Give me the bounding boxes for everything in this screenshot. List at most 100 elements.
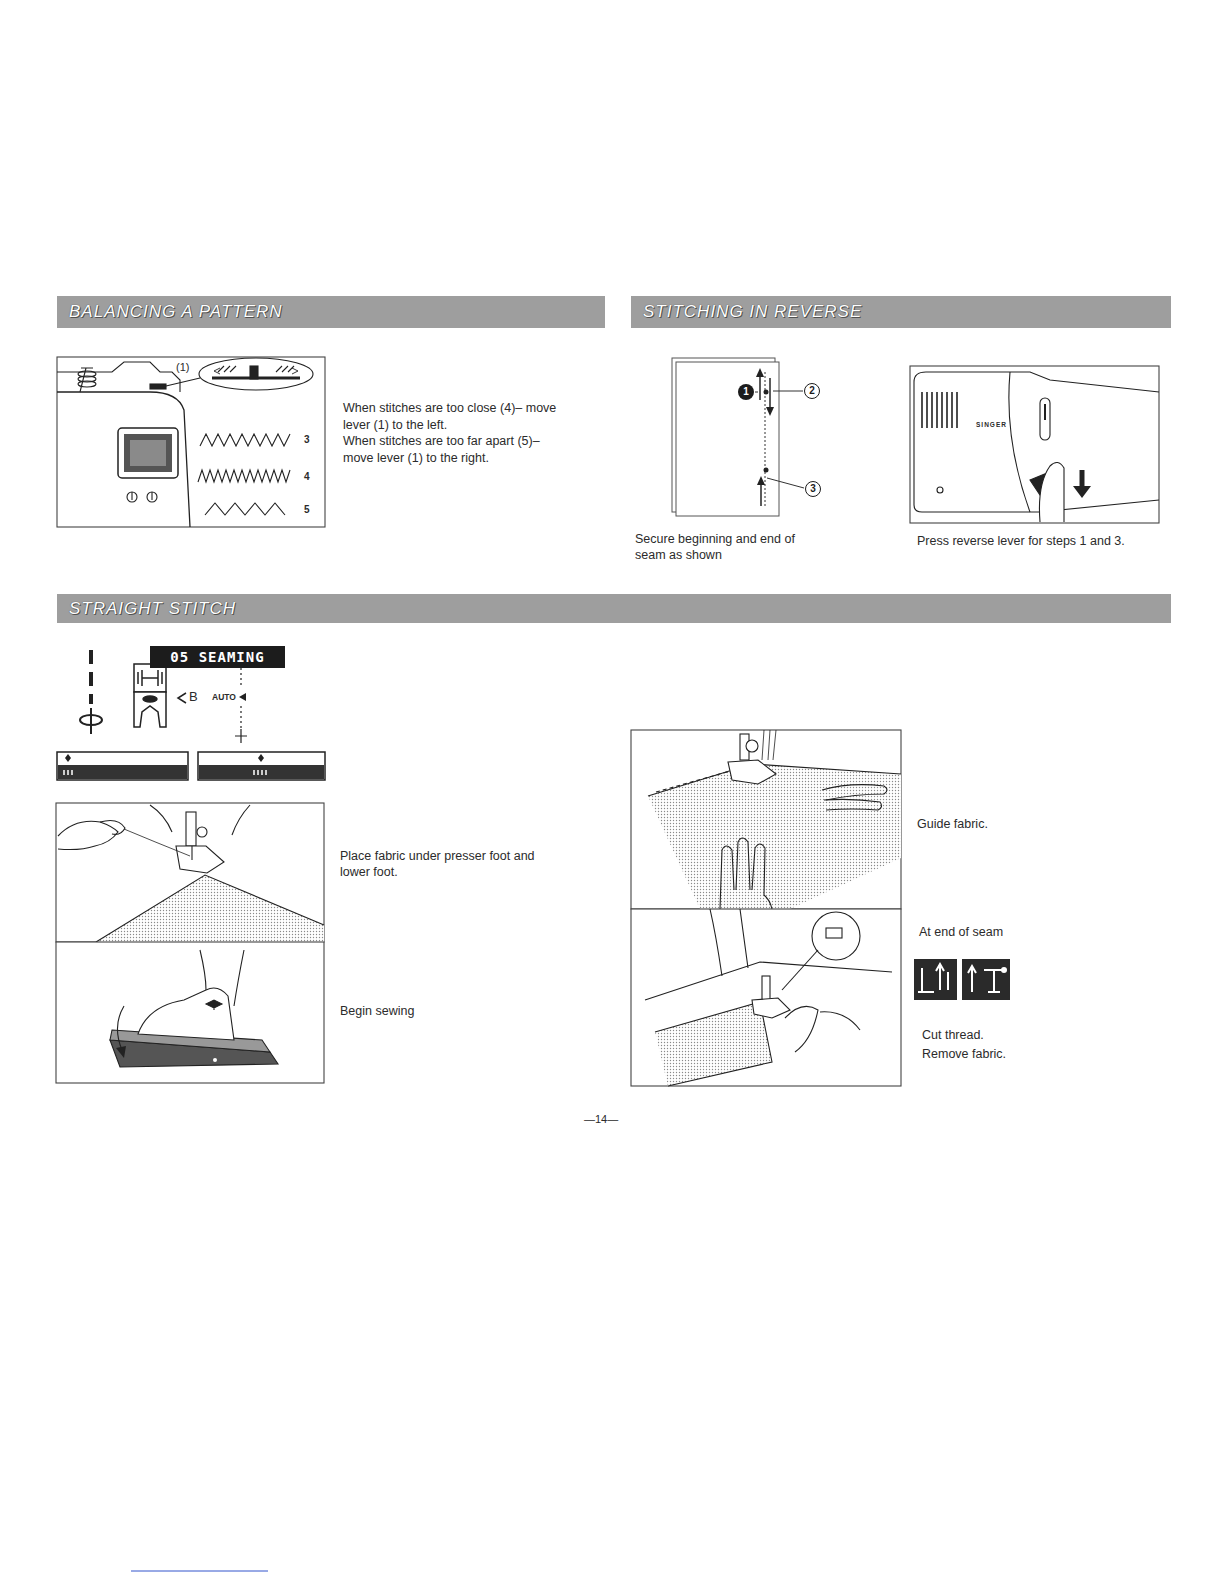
guide-fabric-figure (648, 764, 901, 909)
end-of-seam-figure (785, 1006, 860, 1052)
lcd-icons (138, 670, 162, 686)
place-fabric-figure (124, 829, 190, 856)
reverse-seam-figure (766, 407, 774, 416)
lcd-icons (235, 729, 247, 743)
reverse-seam-figure (676, 362, 779, 516)
mode-indicator: AUTO (212, 692, 236, 703)
end-of-seam-figure (710, 909, 748, 976)
lcd-icons (89, 672, 93, 686)
step-number: 3 (805, 481, 821, 497)
lcd-icons (198, 752, 325, 780)
instruction-text: Cut thread. (922, 1027, 984, 1043)
reverse-lever-figure (910, 366, 1159, 523)
lcd-icons (254, 770, 266, 775)
control-icons (962, 959, 1010, 1000)
foot-letter: B (189, 689, 198, 706)
callout-number: 5 (304, 503, 310, 516)
reverse-seam-figure (764, 468, 769, 473)
balancing-figure (166, 378, 200, 386)
control-icons (914, 959, 1010, 1000)
lcd-icons (89, 650, 93, 664)
balancing-figure (124, 434, 172, 472)
reverse-lever-figure (1073, 486, 1091, 498)
control-icons (918, 964, 948, 992)
lcd-icons (134, 664, 166, 692)
balancing-figure (130, 440, 166, 466)
reverse-lever-figure (1040, 398, 1050, 440)
guide-fabric-figure (631, 730, 901, 909)
reverse-lever-figure (1039, 462, 1064, 522)
balancing-figure (205, 503, 285, 515)
end-of-seam-figure (631, 909, 901, 1086)
lcd-icons (239, 693, 246, 701)
caption-text: Press reverse lever for steps 1 and 3. (917, 533, 1125, 549)
section-band: STITCHING IN REVERSE (631, 296, 1171, 328)
end-of-seam-figure (782, 950, 818, 990)
caption-text: Secure beginning and end of seam as show… (635, 531, 823, 563)
balancing-figure (199, 358, 313, 390)
reverse-lever-figure (914, 372, 1159, 392)
balancing-figure (214, 368, 298, 374)
place-fabric-figure (58, 821, 118, 849)
place-fabric-figure (186, 812, 196, 846)
end-of-seam-figure (645, 962, 892, 1000)
node-text: BALANCING A PATTERN (69, 302, 605, 322)
reverse-lever-figure (1080, 470, 1085, 488)
instruction-text: Remove fabric. (922, 1046, 1006, 1062)
reverse-seam-figure (755, 392, 758, 393)
balancing-figure (57, 392, 190, 527)
step-number: 2 (804, 383, 820, 399)
callout-number: (1) (176, 360, 189, 374)
reverse-lever-figure (910, 366, 1159, 523)
reverse-seam-figure (773, 391, 803, 392)
end-of-seam-figure (752, 998, 790, 1018)
control-icons (914, 959, 957, 1000)
instruction-text: When stitches are too far apart (5)– mov… (343, 433, 571, 466)
lcd-icons (199, 765, 324, 779)
lcd-icons (57, 752, 188, 780)
guide-fabric-figure (720, 838, 772, 909)
guide-fabric-figure (746, 740, 758, 752)
end-of-seam-figure (631, 909, 901, 1086)
balancing-figure (78, 371, 96, 377)
balancing-figure (57, 357, 325, 527)
place-fabric-figure (191, 846, 192, 860)
end-of-seam-figure (762, 976, 770, 1000)
end-of-seam-figure (826, 928, 842, 938)
foot-control-figure (206, 1000, 222, 1010)
guide-fabric-figure (762, 730, 776, 760)
node-text: STITCHING IN REVERSE (643, 302, 1171, 322)
lcd-icons (90, 708, 92, 734)
brand-name: SINGER (976, 421, 1007, 429)
node-text: 05 SEAMING (170, 649, 264, 665)
guide-fabric-figure (824, 799, 882, 810)
place-fabric-figure (197, 827, 207, 837)
reverse-lever-figure (937, 487, 943, 493)
lcd-icons (89, 694, 93, 704)
balancing-figure (132, 492, 152, 500)
reverse-seam-figure (769, 378, 771, 410)
reverse-seam-figure (756, 368, 764, 377)
foot-control-figure (117, 1006, 124, 1050)
callout-number: 4 (304, 470, 310, 483)
reverse-seam-figure (672, 358, 804, 516)
place-fabric-figure (96, 875, 324, 942)
instruction-text: When stitches are too close (4)– move le… (343, 400, 571, 433)
end-of-seam-figure (812, 912, 860, 960)
reverse-seam-figure (757, 476, 765, 485)
lcd-display: 05 SEAMING (150, 646, 285, 668)
place-fabric-figure (176, 846, 224, 873)
guide-fabric-figure (822, 785, 887, 800)
lcd-icons (134, 692, 166, 727)
reverse-seam-figure (767, 478, 804, 488)
reverse-lever-figure (914, 382, 1159, 512)
balancing-figure (200, 434, 290, 446)
place-fabric-figure (96, 875, 324, 942)
foot-control-figure (138, 988, 234, 1040)
balancing-figure (118, 428, 178, 478)
lcd-icons (58, 765, 187, 779)
balancing-figure (218, 366, 294, 372)
